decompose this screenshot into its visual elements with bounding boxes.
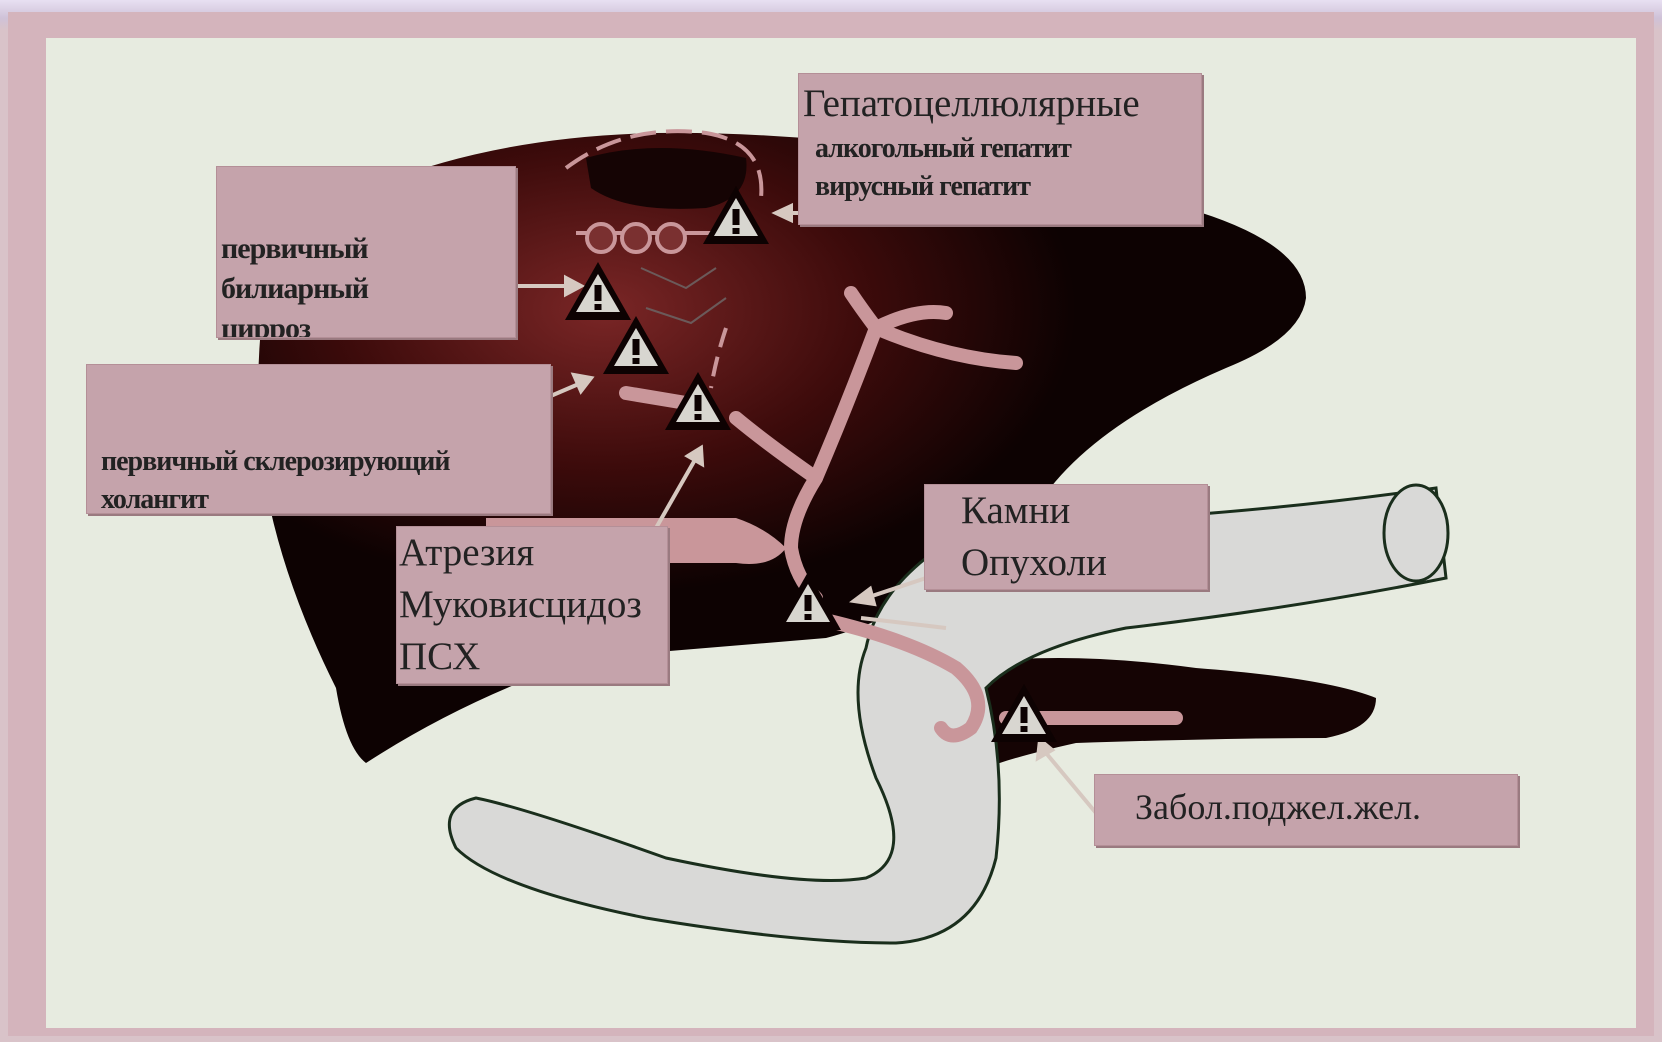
label-hepatocellular-title: Гепатоцеллюлярные — [803, 78, 1201, 130]
label-pbc-line: билиарный — [221, 269, 515, 309]
intestine-opening — [1384, 485, 1448, 581]
label-primary-biliary-cirrhosis: первичный билиарный цирроз — [216, 166, 516, 338]
label-hepatocellular: Гепатоцеллюлярные алкогольный гепатит ви… — [798, 73, 1202, 225]
label-psc-line: холангит — [101, 481, 550, 514]
label-stones-line: Камни — [961, 485, 1207, 537]
label-primary-sclerosing-cholangitis: первичный склерозирующий холангит — [86, 364, 551, 514]
label-hepatocellular-line: алкогольный гепатит — [803, 130, 1201, 168]
label-atresia: Атрезия Муковисцидоз ПСХ — [396, 526, 668, 684]
label-stones-line: Опухоли — [961, 537, 1207, 589]
label-atresia-line: Атрезия — [399, 527, 667, 579]
label-stones-tumors: Камни Опухоли — [924, 484, 1208, 590]
label-atresia-line: Муковисцидоз — [399, 579, 667, 631]
label-pbc-line: цирроз — [221, 309, 515, 338]
label-atresia-line: ПСХ — [399, 631, 667, 683]
label-psc-line: первичный склерозирующий — [101, 443, 550, 481]
label-pancreatic-disease: Забол.поджел.жел. — [1094, 774, 1518, 846]
label-pancreas-text: Забол.поджел.жел. — [1135, 781, 1517, 833]
slide-frame: Гепатоцеллюлярные алкогольный гепатит ви… — [8, 12, 1654, 1036]
slide-canvas: Гепатоцеллюлярные алкогольный гепатит ви… — [46, 38, 1636, 1028]
label-hepatocellular-line: вирусный гепатит — [803, 168, 1201, 206]
label-pbc-line: первичный — [221, 229, 515, 269]
